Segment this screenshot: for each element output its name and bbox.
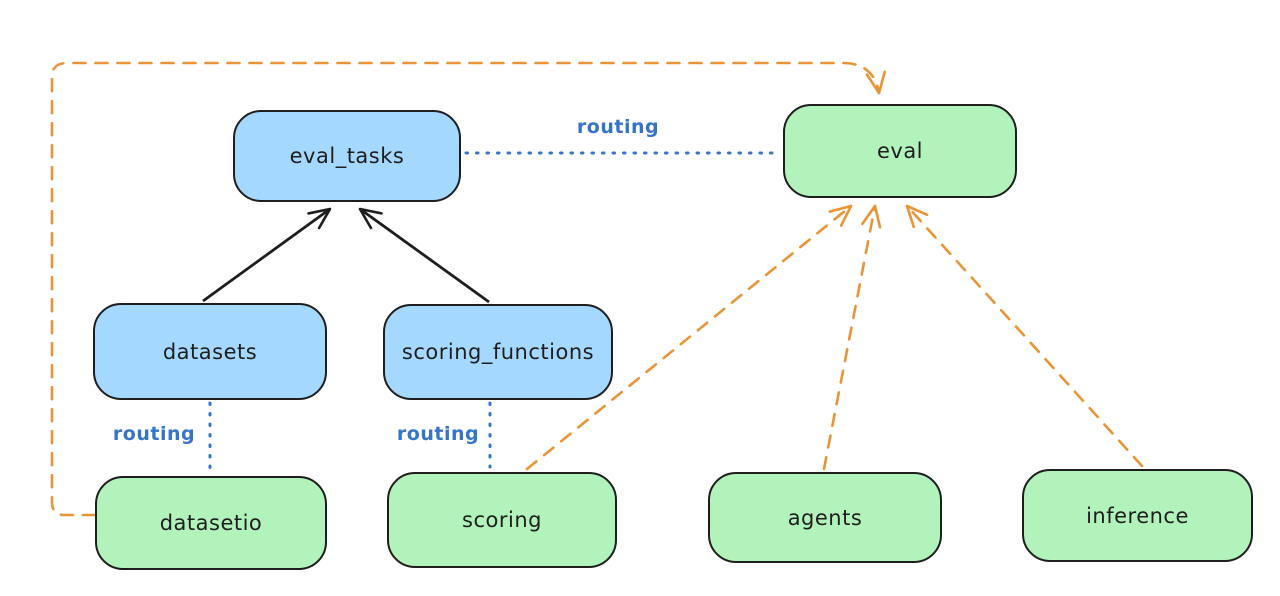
edge-label-datasets-datasetio: routing — [112, 423, 196, 445]
node-eval: eval — [783, 104, 1017, 198]
node-agents-label: agents — [787, 505, 863, 530]
edge-inference-to-eval — [905, 204, 1144, 468]
node-eval-label: eval — [876, 139, 924, 163]
node-datasetio-label: datasetio — [159, 511, 263, 535]
edge-agents-to-eval — [822, 204, 882, 471]
node-scoring-functions: scoring_functions — [383, 304, 613, 400]
edge-datasetio-to-eval — [50, 61, 887, 517]
edge-scoring-to-eval — [525, 204, 853, 471]
node-agents: agents — [708, 472, 942, 563]
edge-datasets-to-eval-tasks — [202, 207, 332, 303]
edge-scoring-functions-to-eval-tasks — [358, 207, 490, 304]
node-datasets: datasets — [93, 303, 327, 400]
node-eval-tasks-label: eval_tasks — [289, 144, 405, 168]
edge-label-scoring-functions-scoring: routing — [396, 423, 480, 445]
node-eval-tasks: eval_tasks — [233, 110, 461, 202]
node-scoring: scoring — [387, 472, 617, 568]
edge-label-eval-tasks-eval: routing — [576, 116, 660, 138]
node-datasetio: datasetio — [95, 476, 327, 570]
node-datasets-label: datasets — [162, 339, 258, 364]
node-scoring-label: scoring — [462, 508, 542, 532]
node-scoring-functions-label: scoring_functions — [401, 340, 595, 364]
node-inference: inference — [1022, 469, 1253, 562]
node-inference-label: inference — [1086, 503, 1189, 528]
